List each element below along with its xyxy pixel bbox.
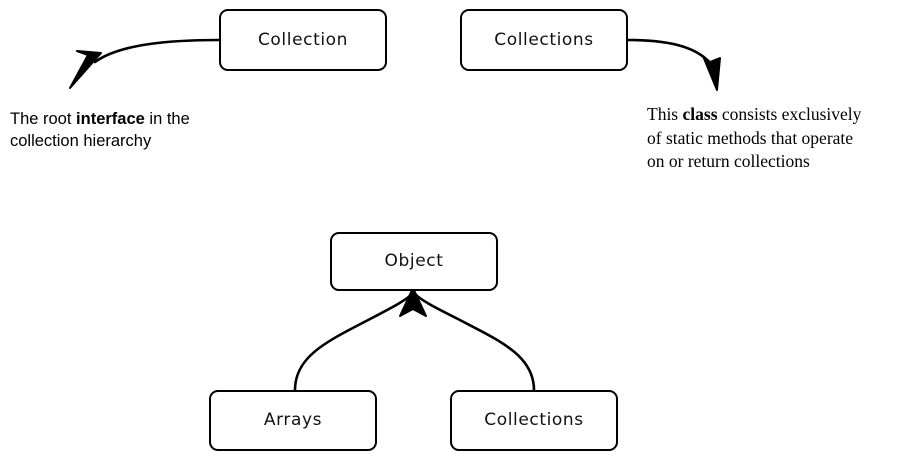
annotation-right-line2: of static methods that operate	[647, 127, 854, 148]
arrowhead-down-right	[702, 55, 721, 91]
node-object-label: Object	[384, 251, 444, 271]
node-arrays-label: Arrays	[263, 410, 323, 430]
annotation-right-suffix: consists exclusively	[717, 104, 862, 124]
annotation-right-line3: on or return collections	[647, 151, 810, 171]
node-collections-bottom[interactable]: Collections	[450, 390, 618, 451]
node-collections-top[interactable]: Collections	[460, 9, 628, 71]
node-collections-top-label: Collections	[494, 29, 594, 50]
annotation-right-prefix: This	[647, 104, 683, 124]
node-collections-bottom-label: Collections	[484, 410, 584, 430]
annotation-left-line2: collection hierarchy	[10, 132, 152, 150]
arrowhead-down-left	[69, 50, 102, 89]
node-arrays[interactable]: Arrays	[209, 390, 377, 451]
node-collection-label: Collection	[257, 29, 349, 50]
arrowhead-up-to-object	[399, 287, 427, 317]
annotation-left-prefix: The root	[10, 110, 77, 128]
edge-collection-to-note	[69, 38, 221, 89]
node-collection[interactable]: Collection	[219, 9, 387, 71]
annotation-left-emphasis: interface	[76, 110, 145, 128]
annotation-collections-class: This class consists exclusively of stati…	[647, 103, 909, 174]
node-object[interactable]: Object	[330, 232, 498, 291]
annotation-right-emphasis: class	[682, 104, 718, 124]
edge-arrays-to-object	[293, 292, 414, 392]
edge-collections-to-object	[413, 292, 536, 392]
edge-collections-to-note	[626, 38, 721, 91]
annotation-collection-interface: The root interface in the collection hie…	[10, 108, 260, 152]
annotation-left-suffix: in the	[144, 110, 190, 128]
